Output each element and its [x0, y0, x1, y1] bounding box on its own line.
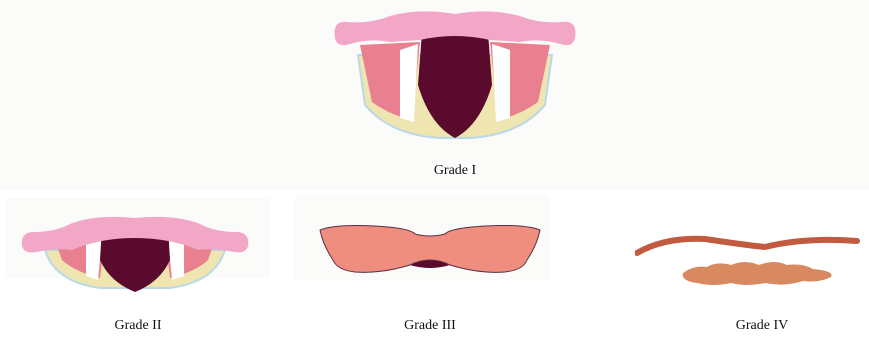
grade-2-larynx-illustration: [20, 210, 250, 300]
grade-2-panel: [20, 210, 250, 300]
grade-3-larynx-illustration: [315, 220, 545, 280]
grade-4-epiglottis-band: [637, 239, 857, 253]
grade-1-caption: Grade I: [434, 163, 476, 179]
grade-2-caption: Grade II: [114, 318, 161, 334]
grade-1-larynx-illustration: [330, 10, 580, 150]
grade-4-panel: [635, 225, 860, 295]
grade-4-caption: Grade IV: [736, 318, 788, 334]
grade-3-panel: [315, 220, 545, 280]
grade-4-larynx-illustration: [635, 225, 860, 295]
grade-1-panel: [330, 10, 580, 150]
grade-3-caption: Grade III: [404, 318, 456, 334]
grade-4-tissue-mass: [683, 262, 832, 285]
